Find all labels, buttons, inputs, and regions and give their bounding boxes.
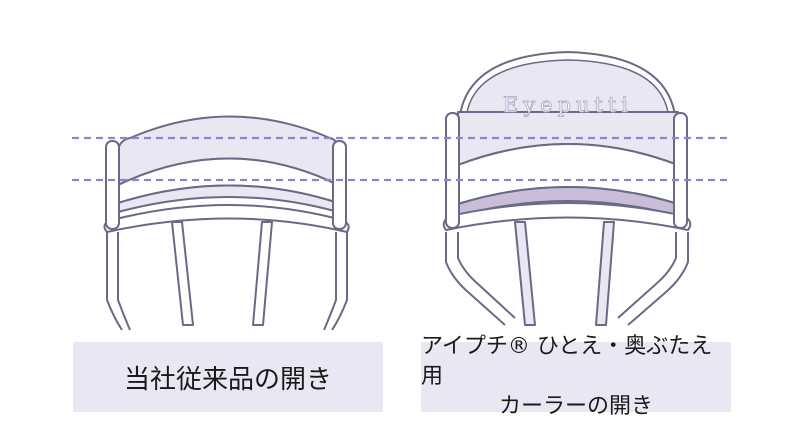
right-curler-rod-left [514,221,536,326]
brand-text: Eyeputti [503,93,633,117]
left-curler-crossbar [103,204,350,233]
eyeputti-label: アイプチ® ひとえ・奥ぶたえ用 カーラーの開き [421,334,731,419]
right-curler-frame [445,232,689,326]
left-curler-rod-left [171,221,194,326]
conventional-label-text: 当社従来品の開き [123,364,332,395]
left-curler-rod-right [252,221,273,326]
comparison-diagram: Eyeputti [72,51,728,330]
right-curler-crossbar [442,202,692,231]
eyeputti-label-line1: アイプチ® ひとえ・奥ぶたえ用 [421,334,713,389]
left-curler-frame [106,232,348,330]
eyeputti-label-line2: カーラーの開き [498,394,653,419]
left-curler-post-left [105,140,120,230]
left-curler-post-right [332,140,347,230]
eyeputti-curler [442,51,692,326]
conventional-curler [103,115,350,330]
right-curler-post-right [673,112,688,229]
conventional-label: 当社従来品の開き [73,342,383,412]
right-curler-frame-inner [457,232,677,319]
right-curler-post-left [445,112,460,229]
left-curler-frame-inner [117,232,337,330]
right-curler-rod-right [595,221,615,326]
right-curler-dome-inner [466,59,669,113]
